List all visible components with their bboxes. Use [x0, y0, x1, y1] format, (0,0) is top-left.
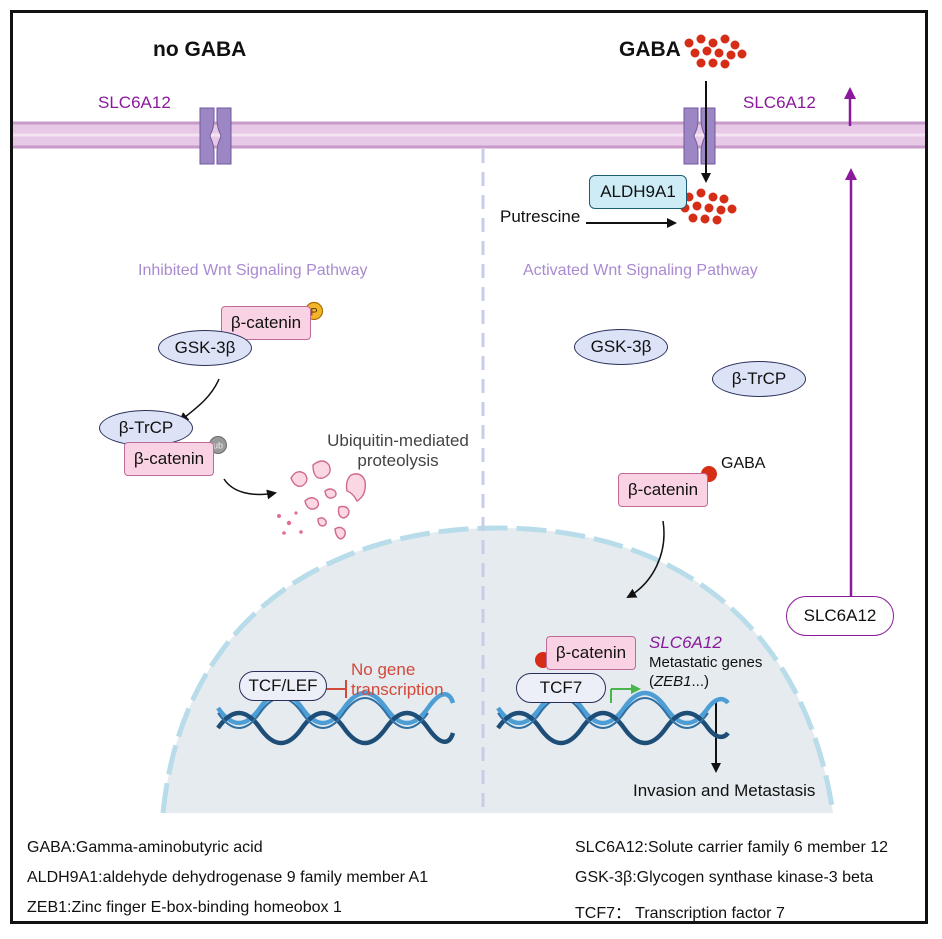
zeb1-gene-label: (ZEB1...) [649, 673, 709, 690]
dna-helix-right [496, 690, 730, 746]
bcatenin-ubiquitinated: β-catenin [124, 442, 214, 476]
no-gene-label-line1: No gene [351, 660, 416, 679]
bcatenin-gaba-bound: β-catenin [618, 473, 708, 507]
protein-fragments [290, 460, 367, 540]
cell-membrane [13, 121, 925, 149]
bcatenin-nuclear-arrow [626, 520, 665, 598]
inhibited-pathway-label: Inhibited Wnt Signaling Pathway [138, 262, 368, 279]
slc6a12-membrane-label-left: SLC6A12 [98, 93, 171, 112]
btrcp-right: β-TrCP [712, 361, 806, 397]
legend-left-2: ALDH9A1:aldehyde dehydrogenase 9 family … [27, 869, 429, 886]
legend-right-2: GSK-3β:Glycogen synthase kinase-3 beta [575, 869, 874, 886]
dna-helix-left [216, 690, 456, 746]
ub-mark: ub [213, 441, 223, 451]
legend-left-1: GABA:Gamma-aminobutyric acid [27, 839, 263, 856]
slc6a12-channel-right [683, 107, 716, 165]
diagram-graphics: P ub [13, 34, 925, 814]
gaba-dots-top [684, 34, 747, 69]
gaba-bound-label: GABA [721, 455, 766, 472]
bcatenin-nuclear: β-catenin [546, 636, 636, 670]
slc6a12-channel-left [199, 107, 232, 165]
slc6a12-membrane-label-right: SLC6A12 [743, 93, 816, 112]
activated-pathway-label: Activated Wnt Signaling Pathway [523, 262, 758, 279]
tcf7-factor: TCF7 [516, 673, 606, 703]
legend-right-3: TCF7： Transcription factor 7 [575, 905, 785, 922]
proteolysis-label-line1: Ubiquitin-mediated [327, 431, 469, 450]
fragment-dots [277, 511, 303, 535]
no-gaba-title: no GABA [153, 38, 247, 61]
gsk3b-right: GSK-3β [574, 329, 668, 365]
zeb1-open-paren: ( [649, 673, 654, 690]
zeb1-ellipsis: ...) [691, 673, 710, 690]
metastatic-genes-label: Metastatic genes [649, 654, 763, 671]
figure-frame: P ub [10, 10, 928, 924]
putrescine-label: Putrescine [500, 207, 581, 226]
gsk-to-trcp-arrow [178, 378, 220, 423]
tcf-lef-factor: TCF/LEF [239, 671, 327, 701]
legend-right-1: SLC6A12:Solute carrier family 6 member 1… [575, 839, 889, 856]
btrcp-left: β-TrCP [99, 410, 193, 446]
gaba-title: GABA [619, 38, 681, 61]
proteolysis-label-line2: proteolysis [357, 451, 439, 470]
degradation-arrow [223, 478, 277, 500]
slc6a12-pill: SLC6A12 [786, 596, 894, 636]
no-gene-label-line2: transcription [351, 680, 444, 699]
invasion-metastasis-label: Invasion and Metastasis [633, 781, 816, 800]
slc6a12-gene-label: SLC6A12 [649, 633, 722, 652]
aldh9a1-box: ALDH9A1 [589, 175, 687, 209]
legend-left-3: ZEB1:Zinc finger E-box-binding homeobox … [27, 899, 342, 916]
nucleus [160, 525, 836, 814]
promoter-arrow [610, 684, 641, 703]
zeb1-gene-name: ZEB1 [654, 673, 692, 690]
bcatenin-phosphorylated: β-catenin [221, 306, 311, 340]
gsk3b-left: GSK-3β [158, 330, 252, 366]
phospho-mark: P [310, 307, 317, 319]
gaba-dots-cytoplasm [680, 188, 737, 225]
